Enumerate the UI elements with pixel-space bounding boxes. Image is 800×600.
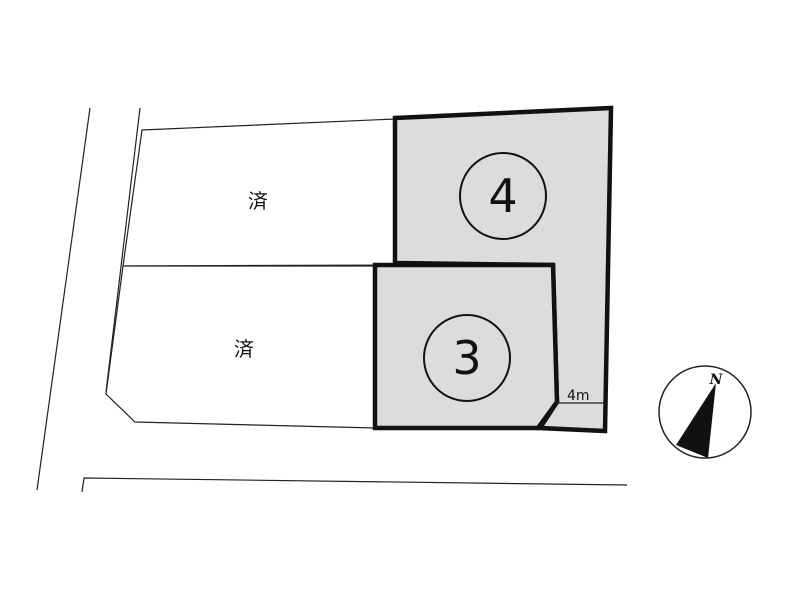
- lot-3[interactable]: [372, 262, 560, 431]
- sold-label-upper: 済: [248, 189, 268, 213]
- lot-4-number: 4: [488, 169, 517, 223]
- north-arrow-icon: N: [658, 365, 752, 459]
- lot-3-number: 3: [452, 331, 481, 385]
- north-label: N: [709, 372, 724, 388]
- corner-cut-label: 4m: [567, 388, 590, 404]
- south-road: [81, 477, 628, 493]
- west-road: [36, 107, 141, 491]
- sold-label-lower: 済: [234, 337, 254, 361]
- lot-sold-lower: [105, 265, 376, 429]
- lot-4-badge: 4: [459, 152, 547, 240]
- lot-3-badge: 3: [423, 314, 511, 402]
